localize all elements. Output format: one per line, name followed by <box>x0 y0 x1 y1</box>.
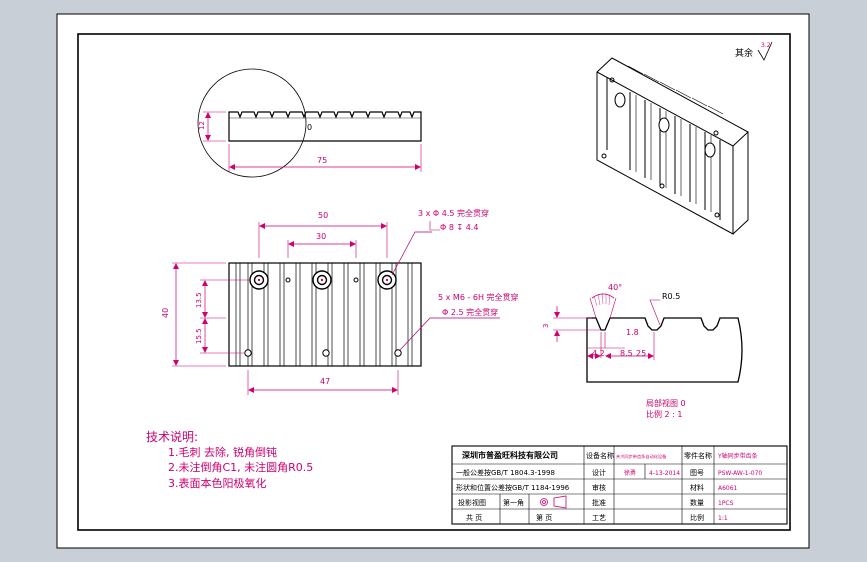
projection-symbol <box>540 495 567 509</box>
dim-width-text: 47 <box>320 377 330 386</box>
tb-projection: 投影视图 <box>458 498 486 507</box>
dim-top-height-text: 12 <box>198 121 206 130</box>
detail-pitch-text: 8.5 <box>620 349 633 358</box>
tb-h-part-name: 零件名称 <box>684 451 712 460</box>
title-block: 深圳市普盈旺科技有限公司 一般公差按GB/T 1804.3-1998 形状和位置… <box>451 445 788 525</box>
front-view: 50 30 47 40 13.5 15.5 3 x Φ 4.5 完全贯穿 Φ 8… <box>161 208 519 395</box>
tb-v-part-name: Y轴同步带齿条 <box>717 452 758 460</box>
dim-span-inner-text: 30 <box>316 232 326 241</box>
surface-finish-label: 其余 <box>735 47 753 59</box>
leader-radius <box>649 299 661 326</box>
tb-v-product-name: 夹爪同步带齿条自动化设备 <box>616 453 667 460</box>
tb-v-date: 4-13-2014 <box>649 470 680 477</box>
dim-left-lower-text: 15.5 <box>195 328 203 344</box>
detail-radius-text: R0.5 <box>662 292 680 301</box>
surface-finish-value: 3.2 <box>761 42 771 49</box>
note-item-1: 1.毛刺 去除, 锐角倒钝 <box>168 445 277 459</box>
top-view: 0 75 12 <box>197 68 422 178</box>
leader-counterbore <box>391 231 432 276</box>
tb-h-material: 材料 <box>690 483 704 492</box>
callout-thread-1: 5 x M6 - 6H 完全贯穿 <box>438 292 519 302</box>
tb-company: 深圳市普盈旺科技有限公司 <box>462 450 558 460</box>
tb-h-approve: 批准 <box>592 498 606 507</box>
notes-title: 技术说明: <box>146 429 198 444</box>
tb-h-drawing-no: 图号 <box>690 469 704 477</box>
tb-total-label: 共 页 <box>466 513 482 522</box>
callout-counterbore-2: Φ 8 ↧ 4.4 <box>440 223 478 232</box>
detail-caption-1: 局部视图 0 <box>646 398 686 408</box>
technical-notes: 技术说明: 1.毛刺 去除, 锐角倒钝 2.未注倒角C1, 未注圆角R0.5 3… <box>146 429 313 490</box>
detail-circle <box>197 68 307 178</box>
tb-v-material: A6061 <box>718 485 738 492</box>
detail-pitch-end-text: 25 <box>636 349 646 358</box>
note-item-2: 2.未注倒角C1, 未注圆角R0.5 <box>168 460 313 474</box>
callout-counterbore-1: 3 x Φ 4.5 完全贯穿 <box>418 208 489 218</box>
detail-depth-text: 3 <box>542 324 550 328</box>
detail-view: 40° R0.5 3 1.8 4.2 8.5 25 局部视图 0 比例 2 : … <box>542 283 743 419</box>
isometric-view <box>596 57 749 235</box>
detail-angle-text: 40° <box>608 283 622 292</box>
tb-page-label: 第 页 <box>536 513 552 522</box>
top-view-outline <box>228 111 422 142</box>
tb-v-drawing-no: PSW-AW-1-070 <box>718 470 762 477</box>
tb-h-product-name: 设备名称 <box>586 451 614 460</box>
detail-view-outline <box>586 317 743 383</box>
dim-front-height-text: 40 <box>161 308 170 318</box>
callout-thread-2: Φ 2.5 完全贯穿 <box>442 307 498 317</box>
tb-sheet-label: 第一角 <box>503 498 524 507</box>
drawing-frame <box>77 33 791 531</box>
tb-tolerance-1: 一般公差按GB/T 1804.3-1998 <box>456 468 555 477</box>
note-item-3: 3.表面本色阳极氧化 <box>168 476 267 490</box>
dim-span-outer-text: 50 <box>318 211 328 220</box>
tb-h-scale: 比例 <box>690 513 704 522</box>
tb-h-quantity: 数量 <box>690 498 704 507</box>
dim-left-upper-text: 13.5 <box>195 292 203 308</box>
tb-h-check: 审核 <box>592 483 606 492</box>
thread-hole <box>244 277 402 357</box>
detail-caption-2: 比例 2 : 1 <box>646 409 683 419</box>
tb-tolerance-2: 形状和位置公差按GB/T 1184-1996 <box>456 483 570 492</box>
tb-v-scale: 1:1 <box>718 515 728 522</box>
detail-groove-width-text: 1.8 <box>626 328 639 337</box>
tb-v-designer: 徐勇 <box>624 469 636 477</box>
tb-h-process: 工艺 <box>592 514 606 522</box>
leader-thread <box>399 317 500 351</box>
tb-h-design: 设计 <box>592 468 606 477</box>
dim-length-text: 75 <box>317 156 327 165</box>
detail-offset-text: 4.2 <box>592 349 605 358</box>
tb-v-quantity: 1PCS <box>718 500 734 507</box>
drawing-sheet <box>56 13 810 549</box>
surface-finish-symbol: 其余 3.2 <box>735 41 773 61</box>
detail-mark: 0 <box>307 123 312 132</box>
